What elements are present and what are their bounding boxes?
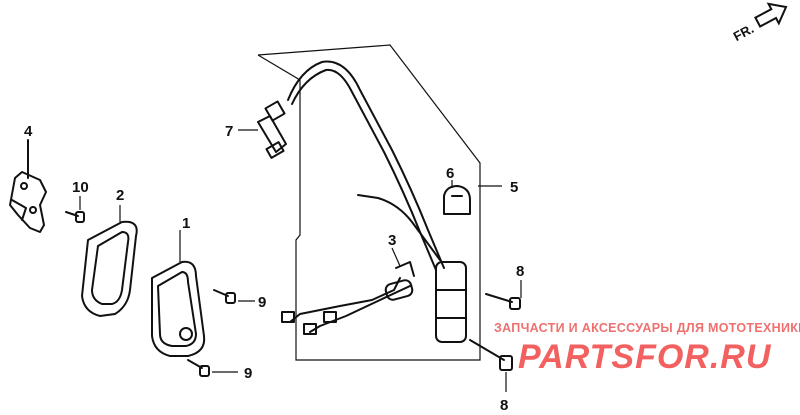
callout-2: 2 <box>116 187 124 204</box>
callout-4: 4 <box>24 123 33 140</box>
callout-7: 7 <box>225 123 233 140</box>
part-5-ignition-coil <box>281 60 502 343</box>
part-4-bracket <box>9 139 47 233</box>
callout-1: 1 <box>182 215 190 232</box>
callout-3: 3 <box>388 232 396 249</box>
part-8-bolt-upper <box>485 280 522 310</box>
arrow-right-icon <box>754 2 788 28</box>
watermark-logo: PARTSFOR.RU <box>518 338 772 376</box>
callout-8-lower: 8 <box>500 397 508 414</box>
callout-9-upper: 9 <box>258 294 266 311</box>
callout-10: 10 <box>72 179 89 196</box>
watermark-tagline: ЗАПЧАСТИ И АКСЕССУАРЫ ДЛЯ МОТОТЕХНИКИ <box>494 321 800 335</box>
part-10-screw <box>65 196 85 223</box>
assembly-outline <box>257 44 481 361</box>
callout-5: 5 <box>510 179 518 196</box>
part-7-plug-cap <box>238 100 287 159</box>
part-2-gasket <box>81 205 138 317</box>
front-direction-label: FR. <box>731 21 757 44</box>
part-8-bolt-lower <box>469 339 513 392</box>
callout-9-lower: 9 <box>244 365 252 382</box>
callout-8-upper: 8 <box>516 263 524 280</box>
part-1-cover <box>151 230 206 357</box>
part-9-bolt-lower <box>187 359 238 377</box>
callout-6: 6 <box>446 165 454 182</box>
part-3-condenser <box>384 247 415 301</box>
part-9-bolt-upper <box>213 289 255 304</box>
front-direction-indicator: FR. <box>731 2 788 44</box>
part-6-grommet <box>443 180 471 215</box>
